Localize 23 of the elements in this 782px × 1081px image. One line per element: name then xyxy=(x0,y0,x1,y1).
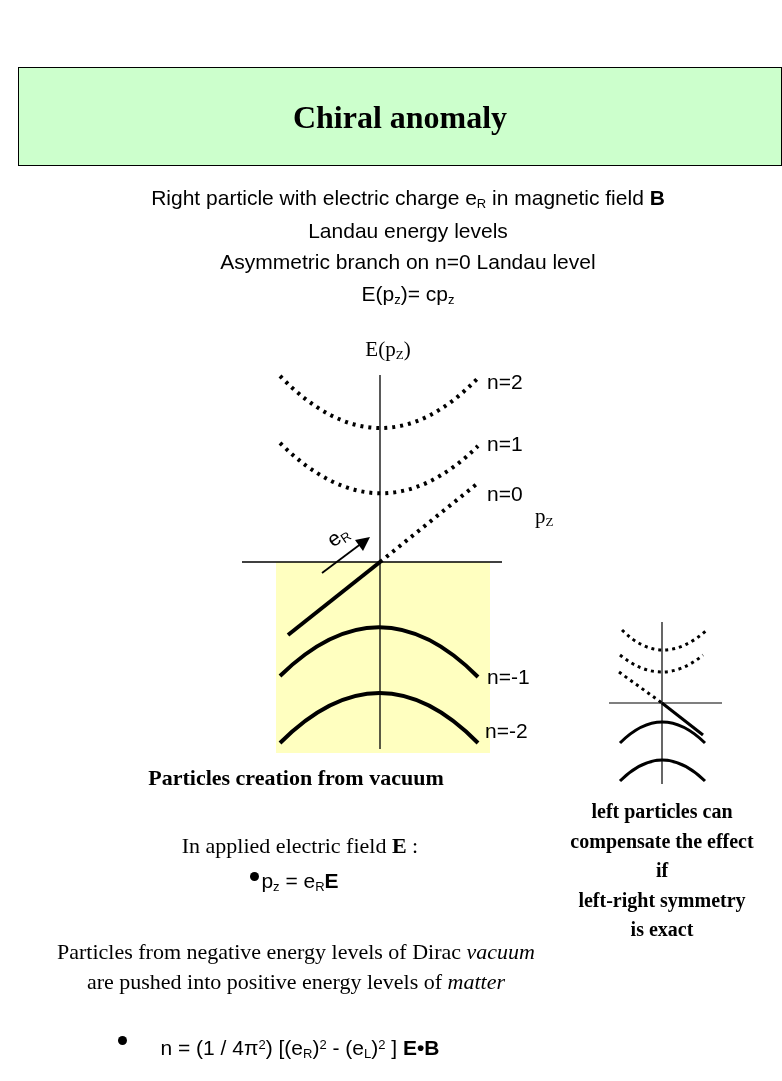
level-label: n=2 xyxy=(487,369,523,395)
description-text: Landau energy levels xyxy=(308,218,508,244)
note-text: left particles can xyxy=(591,799,733,824)
formula-text: E(p$_{z}$)= cp$_{z}$ xyxy=(361,281,455,308)
level-label: n=-2 xyxy=(485,718,528,744)
note-text: if xyxy=(655,858,669,883)
description-text: Right particle with electric charge e$_{R}$ in magnetic field B xyxy=(151,185,665,212)
level-label: n=-1 xyxy=(487,664,530,690)
title-banner: Chiral anomaly xyxy=(18,67,782,166)
note-text: compensate the effect xyxy=(570,829,754,854)
level-label: n=1 xyxy=(487,431,523,457)
formula-text: n = (1 / 4π$^{2}$) [(e$_{R}$)$^{2}$ - (e$_{L}$)$^{2}$ ] E•B xyxy=(160,1035,440,1062)
axis-label: p$_{Z}$ xyxy=(535,503,554,530)
description-text: Particles from negative energy levels of Dirac vacuum xyxy=(57,938,535,966)
description-text: Asymmetric branch on n=0 Landau level xyxy=(220,249,596,275)
description-text: are pushed into positive energy levels of matter xyxy=(86,968,506,996)
formula-text: p$_{z}$ = e$_{R}$E xyxy=(261,868,339,895)
note-text: is exact xyxy=(630,917,694,942)
description-text: In applied electric field E : xyxy=(181,832,419,860)
note-text: left-right symmetry xyxy=(578,888,746,913)
caption-text: Particles creation from vacuum xyxy=(148,764,444,792)
level-label: n=0 xyxy=(487,481,523,507)
axis-label: E(p$_{Z}$) xyxy=(365,336,411,363)
